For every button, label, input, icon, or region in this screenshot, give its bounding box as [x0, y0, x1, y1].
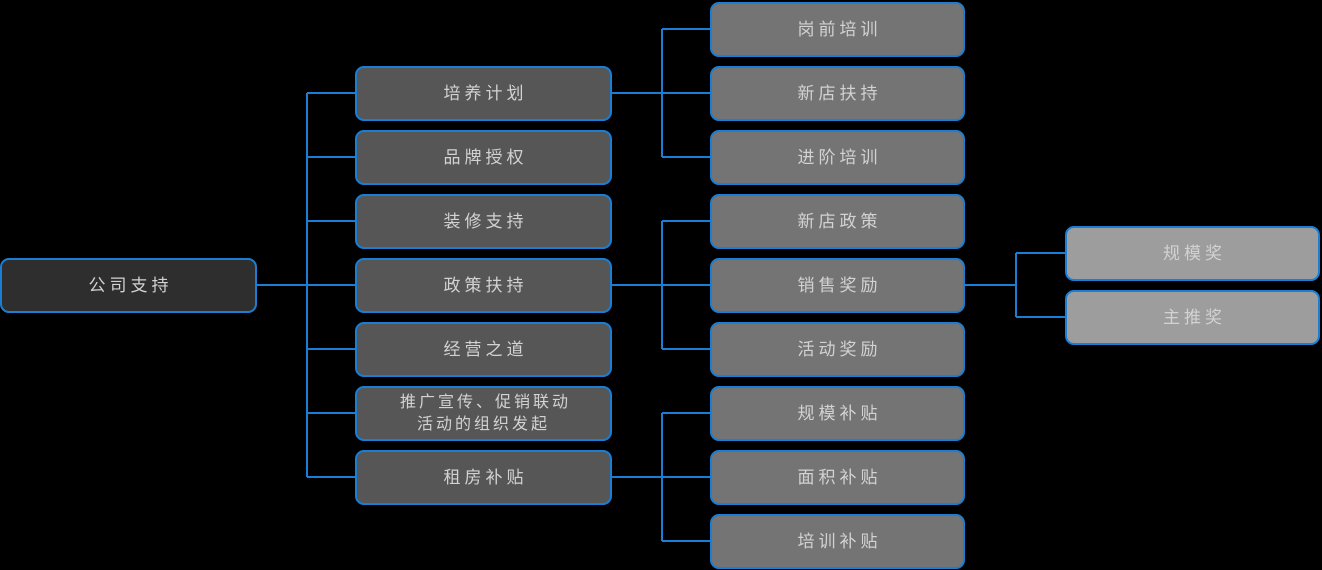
node-level2-5[interactable]: 经营之道: [355, 322, 612, 377]
node-level3-2[interactable]: 新店扶持: [710, 66, 965, 121]
node-level3-3[interactable]: 进阶培训: [710, 130, 965, 185]
node-level3-8[interactable]: 面积补贴: [710, 450, 965, 505]
node-level2-2[interactable]: 品牌授权: [355, 130, 612, 185]
node-level3-9[interactable]: 培训补贴: [710, 514, 965, 569]
node-level2-7[interactable]: 租房补贴: [355, 450, 612, 505]
node-level2-1[interactable]: 培养计划: [355, 66, 612, 121]
node-level3-4[interactable]: 新店政策: [710, 194, 965, 249]
node-level2-3[interactable]: 装修支持: [355, 194, 612, 249]
node-level2-6[interactable]: 推广宣传、促销联动 活动的组织发起: [355, 386, 612, 441]
node-level3-1[interactable]: 岗前培训: [710, 2, 965, 57]
node-level3-6[interactable]: 活动奖励: [710, 322, 965, 377]
node-level4-2[interactable]: 主推奖: [1065, 290, 1320, 345]
node-level3-7[interactable]: 规模补贴: [710, 386, 965, 441]
node-level3-5[interactable]: 销售奖励: [710, 258, 965, 313]
node-level2-4[interactable]: 政策扶持: [355, 258, 612, 313]
node-root-public-support[interactable]: 公司支持: [0, 258, 257, 313]
node-level4-1[interactable]: 规模奖: [1065, 226, 1320, 281]
